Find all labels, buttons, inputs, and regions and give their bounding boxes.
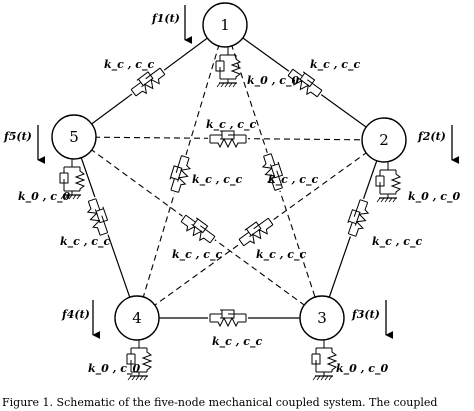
coupling-label-5-3: k_c , c_c	[172, 248, 223, 262]
coupler-1-2	[283, 63, 327, 103]
coupler-1-5	[126, 62, 170, 102]
coupler-5-4	[82, 195, 114, 239]
force-label-5: f5(t)	[3, 130, 32, 143]
ground-label-3: k_0 , c_0	[336, 362, 388, 376]
ground-label-5: k_0 , c_0	[18, 190, 70, 204]
coupling-label-1-5: k_c , c_c	[104, 58, 155, 72]
coupling-label-1-2: k_c , c_c	[310, 58, 361, 72]
node-1: 1	[202, 2, 248, 48]
force-arrows	[37, 5, 460, 339]
force-label-3: f3(t)	[351, 308, 380, 321]
force-label-2: f2(t)	[417, 130, 446, 143]
coupler-1-4	[165, 152, 195, 196]
node-2-label: 2	[379, 131, 389, 149]
coupler-5-2	[208, 130, 248, 149]
ground-elements	[59, 47, 402, 381]
node-3: 3	[299, 295, 345, 341]
coupling-label-4-3: k_c , c_c	[212, 335, 263, 349]
node-4-label: 4	[132, 309, 142, 327]
coupler-2-4	[234, 213, 278, 251]
node-1-label: 1	[220, 16, 230, 34]
ground-label-2: k_0 , c_0	[408, 190, 460, 204]
coupler-4-3	[208, 309, 248, 328]
coupling-label-2-3: k_c , c_c	[372, 235, 423, 249]
ground-2	[375, 162, 402, 203]
coupling-label-1-3: k_c , c_c	[268, 173, 319, 187]
node-3-label: 3	[317, 309, 327, 327]
node-4: 4	[114, 295, 160, 341]
coupling-elements	[82, 62, 374, 328]
force-label-4: f4(t)	[61, 308, 90, 321]
coupling-label-1-4: k_c , c_c	[192, 173, 243, 187]
coupling-labels: k_c , c_c k_c , c_c k_c , c_c k_c , c_c …	[60, 58, 423, 349]
node-5: 5	[51, 114, 97, 160]
ground-4	[126, 340, 153, 381]
ground-label-4: k_0 , c_0	[88, 362, 140, 376]
force-labels: f1(t) f2(t) f3(t) f4(t) f5(t)	[3, 12, 446, 321]
coupler-5-3	[176, 209, 220, 249]
coupler-2-3	[342, 196, 374, 240]
coupling-label-5-2: k_c , c_c	[206, 118, 257, 132]
coupling-label-2-4: k_c , c_c	[256, 248, 307, 262]
force-label-1: f1(t)	[151, 12, 180, 25]
ground-1	[215, 47, 242, 88]
ground-3	[311, 340, 338, 381]
nodes: 1 2 3 4 5	[51, 2, 407, 341]
figure-caption: Figure 1. Schematic of the five-node mec…	[2, 396, 437, 409]
node-5-label: 5	[69, 128, 79, 146]
ground-5	[59, 159, 86, 200]
ground-labels: k_0 , c_0 k_0 , c_0 k_0 , c_0 k_0 , c_0 …	[18, 74, 460, 376]
node-2: 2	[361, 117, 407, 163]
coupling-label-5-4: k_c , c_c	[60, 235, 111, 249]
coupler-1-3	[258, 150, 288, 194]
ground-label-1: k_0 , c_0	[247, 74, 299, 88]
